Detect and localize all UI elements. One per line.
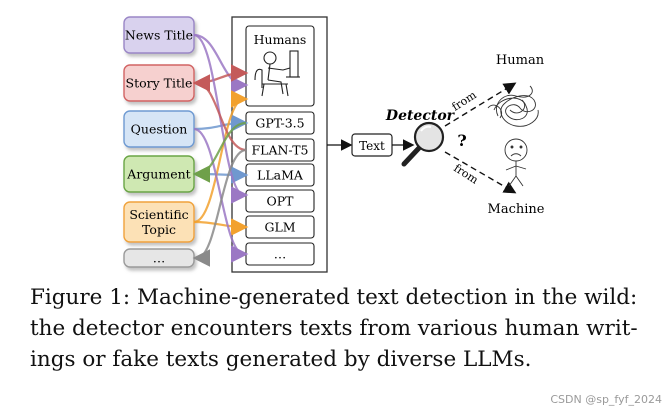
caption-line: the detector encounters texts from vario… [30, 316, 638, 341]
connection-arrow [192, 121, 247, 183]
generator-box: Humans [245, 25, 315, 107]
caption-line: ings or fake texts generated by diverse … [30, 347, 532, 372]
generator-label: … [274, 247, 287, 262]
source-box-label: … [153, 251, 166, 266]
connection-arrow [193, 33, 249, 94]
source-box: Argument [123, 155, 195, 193]
source-box-label: Scientific [129, 207, 188, 222]
source-box-label: Argument [126, 167, 190, 182]
source-box-label: Story Title [126, 76, 193, 91]
generator-box: LLaMA [245, 163, 315, 187]
question-mark: ? [457, 131, 466, 150]
connection-arrow [193, 90, 249, 224]
figure-caption: Figure 1: Machine-generated text detecti… [30, 282, 650, 375]
connection-arrow [193, 114, 249, 132]
detector-label: Detector [385, 108, 456, 124]
human-at-computer-icon [254, 50, 300, 97]
generator-label: Humans [254, 32, 307, 47]
source-box-label: Topic [142, 222, 176, 237]
connection-arrow [192, 74, 247, 152]
connection-arrow [193, 218, 249, 236]
source-generator-links [192, 33, 249, 267]
branch-to-human [444, 82, 517, 127]
generator-box: GLM [245, 215, 315, 239]
branch-to-machine [444, 151, 517, 194]
source-box: Question [123, 110, 195, 148]
source-box-label: Question [131, 122, 188, 137]
source-box: … [123, 248, 195, 268]
caption-line: Figure 1: Machine-generated text detecti… [30, 285, 638, 310]
generator-box: FLAN-T5 [245, 138, 315, 162]
generator-label: GLM [264, 220, 295, 235]
source-box: News Title [123, 16, 195, 54]
magnifier-icon [401, 121, 445, 167]
watermark: CSDN @sp_fyf_2024 [550, 393, 662, 406]
generator-label: GPT-3.5 [255, 116, 304, 131]
connection-arrow [193, 127, 249, 263]
generator-label: LLaMA [257, 168, 304, 183]
branch-label-top: from [449, 88, 479, 114]
text-box-label: Text [359, 139, 385, 153]
source-box-label: News Title [125, 28, 193, 43]
generator-label: FLAN-T5 [251, 143, 308, 158]
generator-label: OPT [267, 194, 295, 209]
generator-box: OPT [245, 189, 315, 213]
source-box: Story Title [123, 64, 195, 102]
confused-person-icon [487, 85, 539, 187]
generator-box: … [245, 242, 315, 266]
outcome-human: Human [496, 53, 545, 68]
connection-arrow [192, 148, 247, 267]
outcome-machine: Machine [488, 202, 545, 217]
branch-label-bottom: from [451, 161, 481, 187]
generator-box: GPT-3.5 [245, 111, 315, 135]
